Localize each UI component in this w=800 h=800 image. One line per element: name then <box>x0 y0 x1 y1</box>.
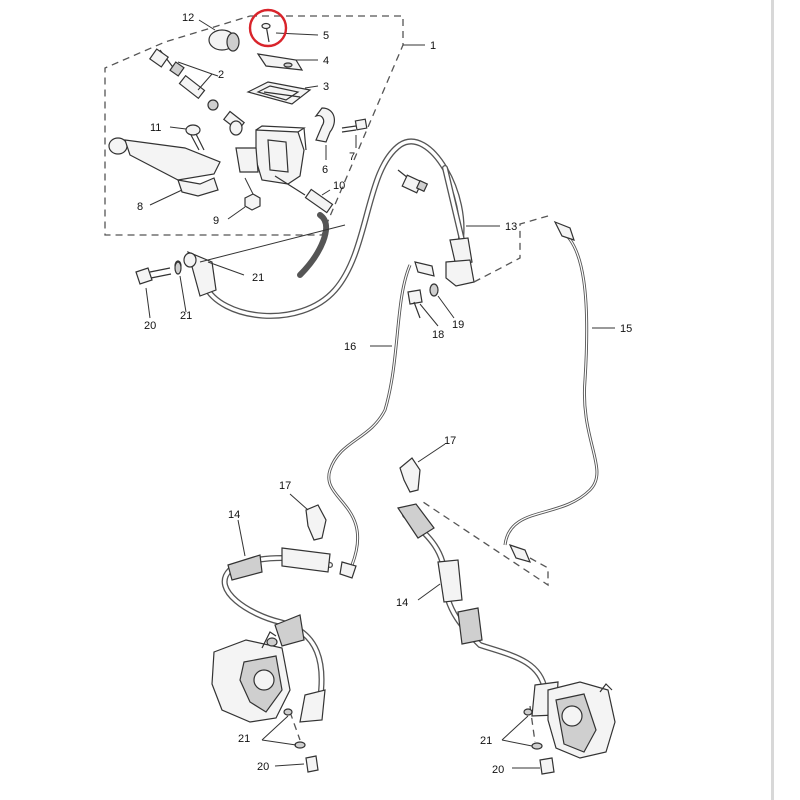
leader-21c <box>261 715 297 746</box>
label-7: 7 <box>349 151 355 163</box>
label-20-upper: 20 <box>144 320 156 332</box>
banjo-fitting-upper <box>174 250 217 297</box>
label-16: 16 <box>344 341 356 353</box>
label-18: 18 <box>432 329 444 341</box>
label-21-right: 21 <box>480 735 492 747</box>
label-20-left: 20 <box>257 761 269 773</box>
label-17-right: 17 <box>444 435 456 447</box>
caliper-right <box>547 681 616 759</box>
leader-21b <box>179 275 187 313</box>
part-12-cap <box>208 29 240 52</box>
leader-9-up <box>244 177 254 195</box>
label-21-upper-right: 21 <box>252 272 264 284</box>
part-3-diaphragm <box>246 81 312 105</box>
part-5-screw <box>261 22 271 43</box>
leader-19 <box>437 295 455 319</box>
leader-10 <box>321 189 331 196</box>
part-19-washer <box>429 283 439 297</box>
leader-9 <box>227 206 246 220</box>
label-14-right: 14 <box>396 597 408 609</box>
washer <box>174 261 182 275</box>
hose-upper <box>297 212 329 278</box>
link-dashed-15-14 <box>419 499 549 587</box>
label-6: 6 <box>322 164 328 176</box>
label-19: 19 <box>452 319 464 331</box>
part-11-bolt <box>185 124 205 151</box>
part-9-nut <box>244 193 261 211</box>
label-1: 1 <box>430 40 436 52</box>
part-8-lever <box>108 137 221 197</box>
label-15: 15 <box>620 323 632 335</box>
leader-8 <box>149 189 183 206</box>
part-10-switch <box>274 175 334 214</box>
dashed-left-bolt <box>289 711 301 741</box>
leader-18 <box>419 303 439 327</box>
caliper-left <box>211 631 291 723</box>
washer <box>523 708 533 716</box>
label-13: 13 <box>505 221 517 233</box>
leader-5 <box>275 32 319 36</box>
label-20-right: 20 <box>492 764 504 776</box>
part-14-hose-right <box>397 503 559 717</box>
label-12: 12 <box>182 12 194 24</box>
leader-14b <box>417 583 441 601</box>
leader-12 <box>198 19 216 31</box>
part-7-bolt <box>341 118 368 133</box>
label-3: 3 <box>323 81 329 93</box>
part-15-brake-pipe <box>503 220 599 563</box>
label-8: 8 <box>137 201 143 213</box>
label-10: 10 <box>333 180 345 192</box>
part-20-bolt-right <box>539 757 555 775</box>
part-17-clip-left <box>305 504 327 541</box>
part-17-clip-right <box>399 457 421 493</box>
part-6-bracket <box>314 107 336 143</box>
master-cylinder-body <box>235 125 307 185</box>
part-14-hose-left <box>221 547 333 723</box>
leader-17a <box>289 493 309 511</box>
part-13-joint-block <box>442 165 475 287</box>
leader-14a <box>237 519 246 557</box>
part-20-bolt-left <box>305 755 319 773</box>
label-21-upper-left: 21 <box>180 310 192 322</box>
label-5: 5 <box>323 30 329 42</box>
part-18-bolt <box>407 289 423 319</box>
part-16-brake-pipe <box>327 261 435 579</box>
part-4-plate <box>256 53 304 71</box>
label-4: 4 <box>323 55 329 67</box>
part-2-piston-kit <box>148 48 246 136</box>
washer <box>283 708 293 716</box>
part-20-bolt-upper <box>135 267 172 285</box>
highlight-circle <box>248 8 288 48</box>
leader-20a <box>145 287 151 319</box>
label-11: 11 <box>150 122 161 134</box>
leader-11 <box>169 126 187 130</box>
label-2: 2 <box>218 69 224 81</box>
label-17-left: 17 <box>279 480 291 492</box>
leader-20b <box>274 763 305 767</box>
washer <box>294 741 306 749</box>
leader-21d <box>501 715 533 747</box>
page-edge-line <box>771 0 774 800</box>
link-dashed-13-15 <box>473 215 549 283</box>
label-21-left: 21 <box>238 733 250 745</box>
label-9: 9 <box>213 215 219 227</box>
wire-connector <box>397 169 429 194</box>
leader-2 <box>177 61 219 91</box>
washer <box>531 742 543 750</box>
leader-3 <box>304 85 319 89</box>
label-14-left: 14 <box>228 509 240 521</box>
assembly-group-outline <box>104 15 404 236</box>
leader-21a <box>199 224 346 276</box>
leader-17b <box>417 443 446 463</box>
